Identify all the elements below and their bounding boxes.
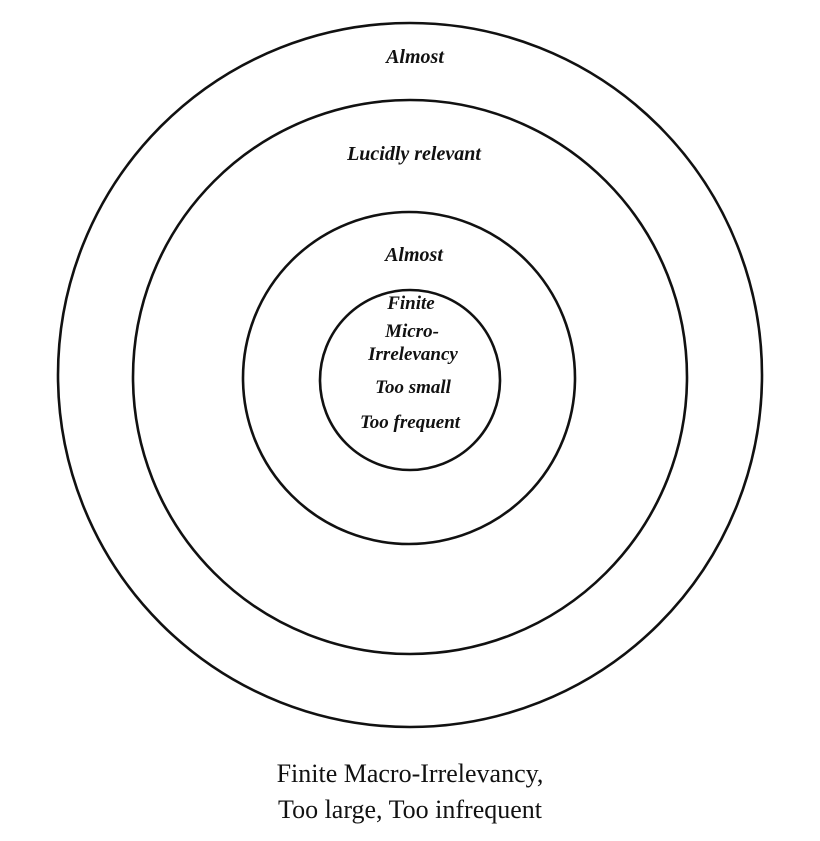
core-circle (318, 288, 502, 472)
third-circle (241, 210, 577, 546)
diagram-caption: Finite Macro-Irrelevancy, Too large, Too… (0, 756, 820, 828)
core-label-irrelevancy: Irrelevancy (367, 344, 458, 365)
second-ring-label: Lucidly relevant (346, 143, 482, 165)
core-label-too-small: Too small (375, 377, 452, 398)
core-label-finite: Finite (386, 293, 435, 314)
outer-ring-label: Almost (384, 46, 445, 68)
caption-line-1: Finite Macro-Irrelevancy, (276, 759, 544, 788)
core-label-too-frequent: Too frequent (360, 412, 461, 433)
outer-circle (56, 21, 764, 729)
core-label-micro: Micro- (384, 321, 439, 342)
caption-line-2: Too large, Too infrequent (278, 795, 542, 824)
third-ring-label: Almost (383, 244, 444, 266)
second-circle (131, 98, 689, 656)
